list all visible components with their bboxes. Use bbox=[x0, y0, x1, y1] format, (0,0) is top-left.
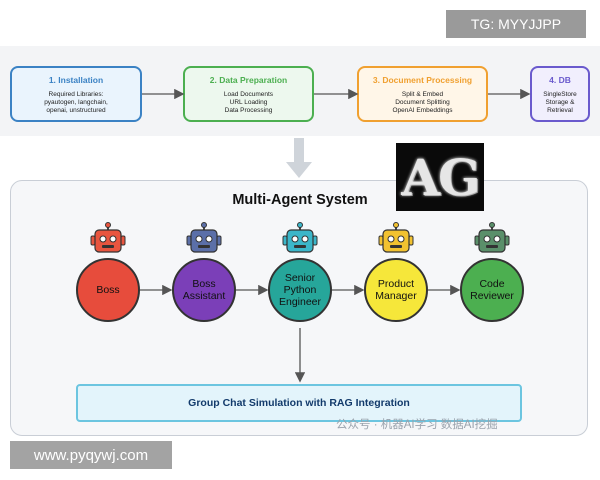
agent-node: Product Manager bbox=[364, 258, 428, 322]
agent-node: Boss Assistant bbox=[172, 258, 236, 322]
step-detail: Document Splitting bbox=[395, 99, 450, 106]
step-detail: Load Documents bbox=[223, 91, 274, 98]
step-detail: pyautogen, langchain, bbox=[44, 99, 108, 106]
tg-badge: TG: MYYJJPP bbox=[446, 10, 586, 38]
ag-logo-text: AG bbox=[401, 147, 480, 207]
step-detail: openai, unstructured bbox=[46, 107, 106, 114]
step-detail: Split & Embed bbox=[401, 91, 444, 98]
step-detail: URL Loading bbox=[229, 99, 268, 106]
group-chat-bar: Group Chat Simulation with RAG Integrati… bbox=[76, 384, 522, 422]
step-title: 2. Data Preparation bbox=[209, 75, 288, 85]
agent-label: Boss bbox=[96, 284, 120, 296]
ag-logo: AG bbox=[396, 143, 484, 211]
step-detail: Storage & bbox=[545, 99, 575, 106]
agent-node: Senior Python Engineer bbox=[268, 258, 332, 322]
robot-icon bbox=[282, 222, 318, 253]
agent-label: Senior Python Engineer bbox=[278, 272, 322, 308]
site-badge: www.pyqywj.com bbox=[10, 441, 172, 469]
robot-icon bbox=[90, 222, 126, 253]
robot-icon bbox=[378, 222, 414, 253]
down-arrow bbox=[286, 138, 312, 178]
step-title: 1. Installation bbox=[48, 75, 104, 85]
robot-icon bbox=[186, 222, 222, 253]
system-title: Multi-Agent System bbox=[232, 192, 368, 208]
step-detail: OpenAI Embeddings bbox=[392, 107, 453, 114]
group-chat-label: Group Chat Simulation with RAG Integrati… bbox=[188, 397, 410, 409]
agent-node: Code Reviewer bbox=[460, 258, 524, 322]
step-detail: Retrieval bbox=[547, 107, 573, 114]
watermark-text: 公众号 · 机器AI学习 数据AI挖掘 bbox=[336, 419, 498, 431]
agent-node: Boss bbox=[76, 258, 140, 322]
agent-label: Code Reviewer bbox=[470, 278, 514, 302]
step-title: 3. Document Processing bbox=[372, 75, 473, 85]
step-title: 4. DB bbox=[549, 75, 571, 85]
robot-icon bbox=[474, 222, 510, 253]
agent-label: Product Manager bbox=[375, 278, 417, 302]
step-detail: Required Libraries: bbox=[48, 91, 104, 98]
agent-label: Boss Assistant bbox=[182, 278, 226, 302]
step-detail: Data Processing bbox=[224, 107, 273, 114]
step-detail: SingleStore bbox=[543, 91, 577, 98]
